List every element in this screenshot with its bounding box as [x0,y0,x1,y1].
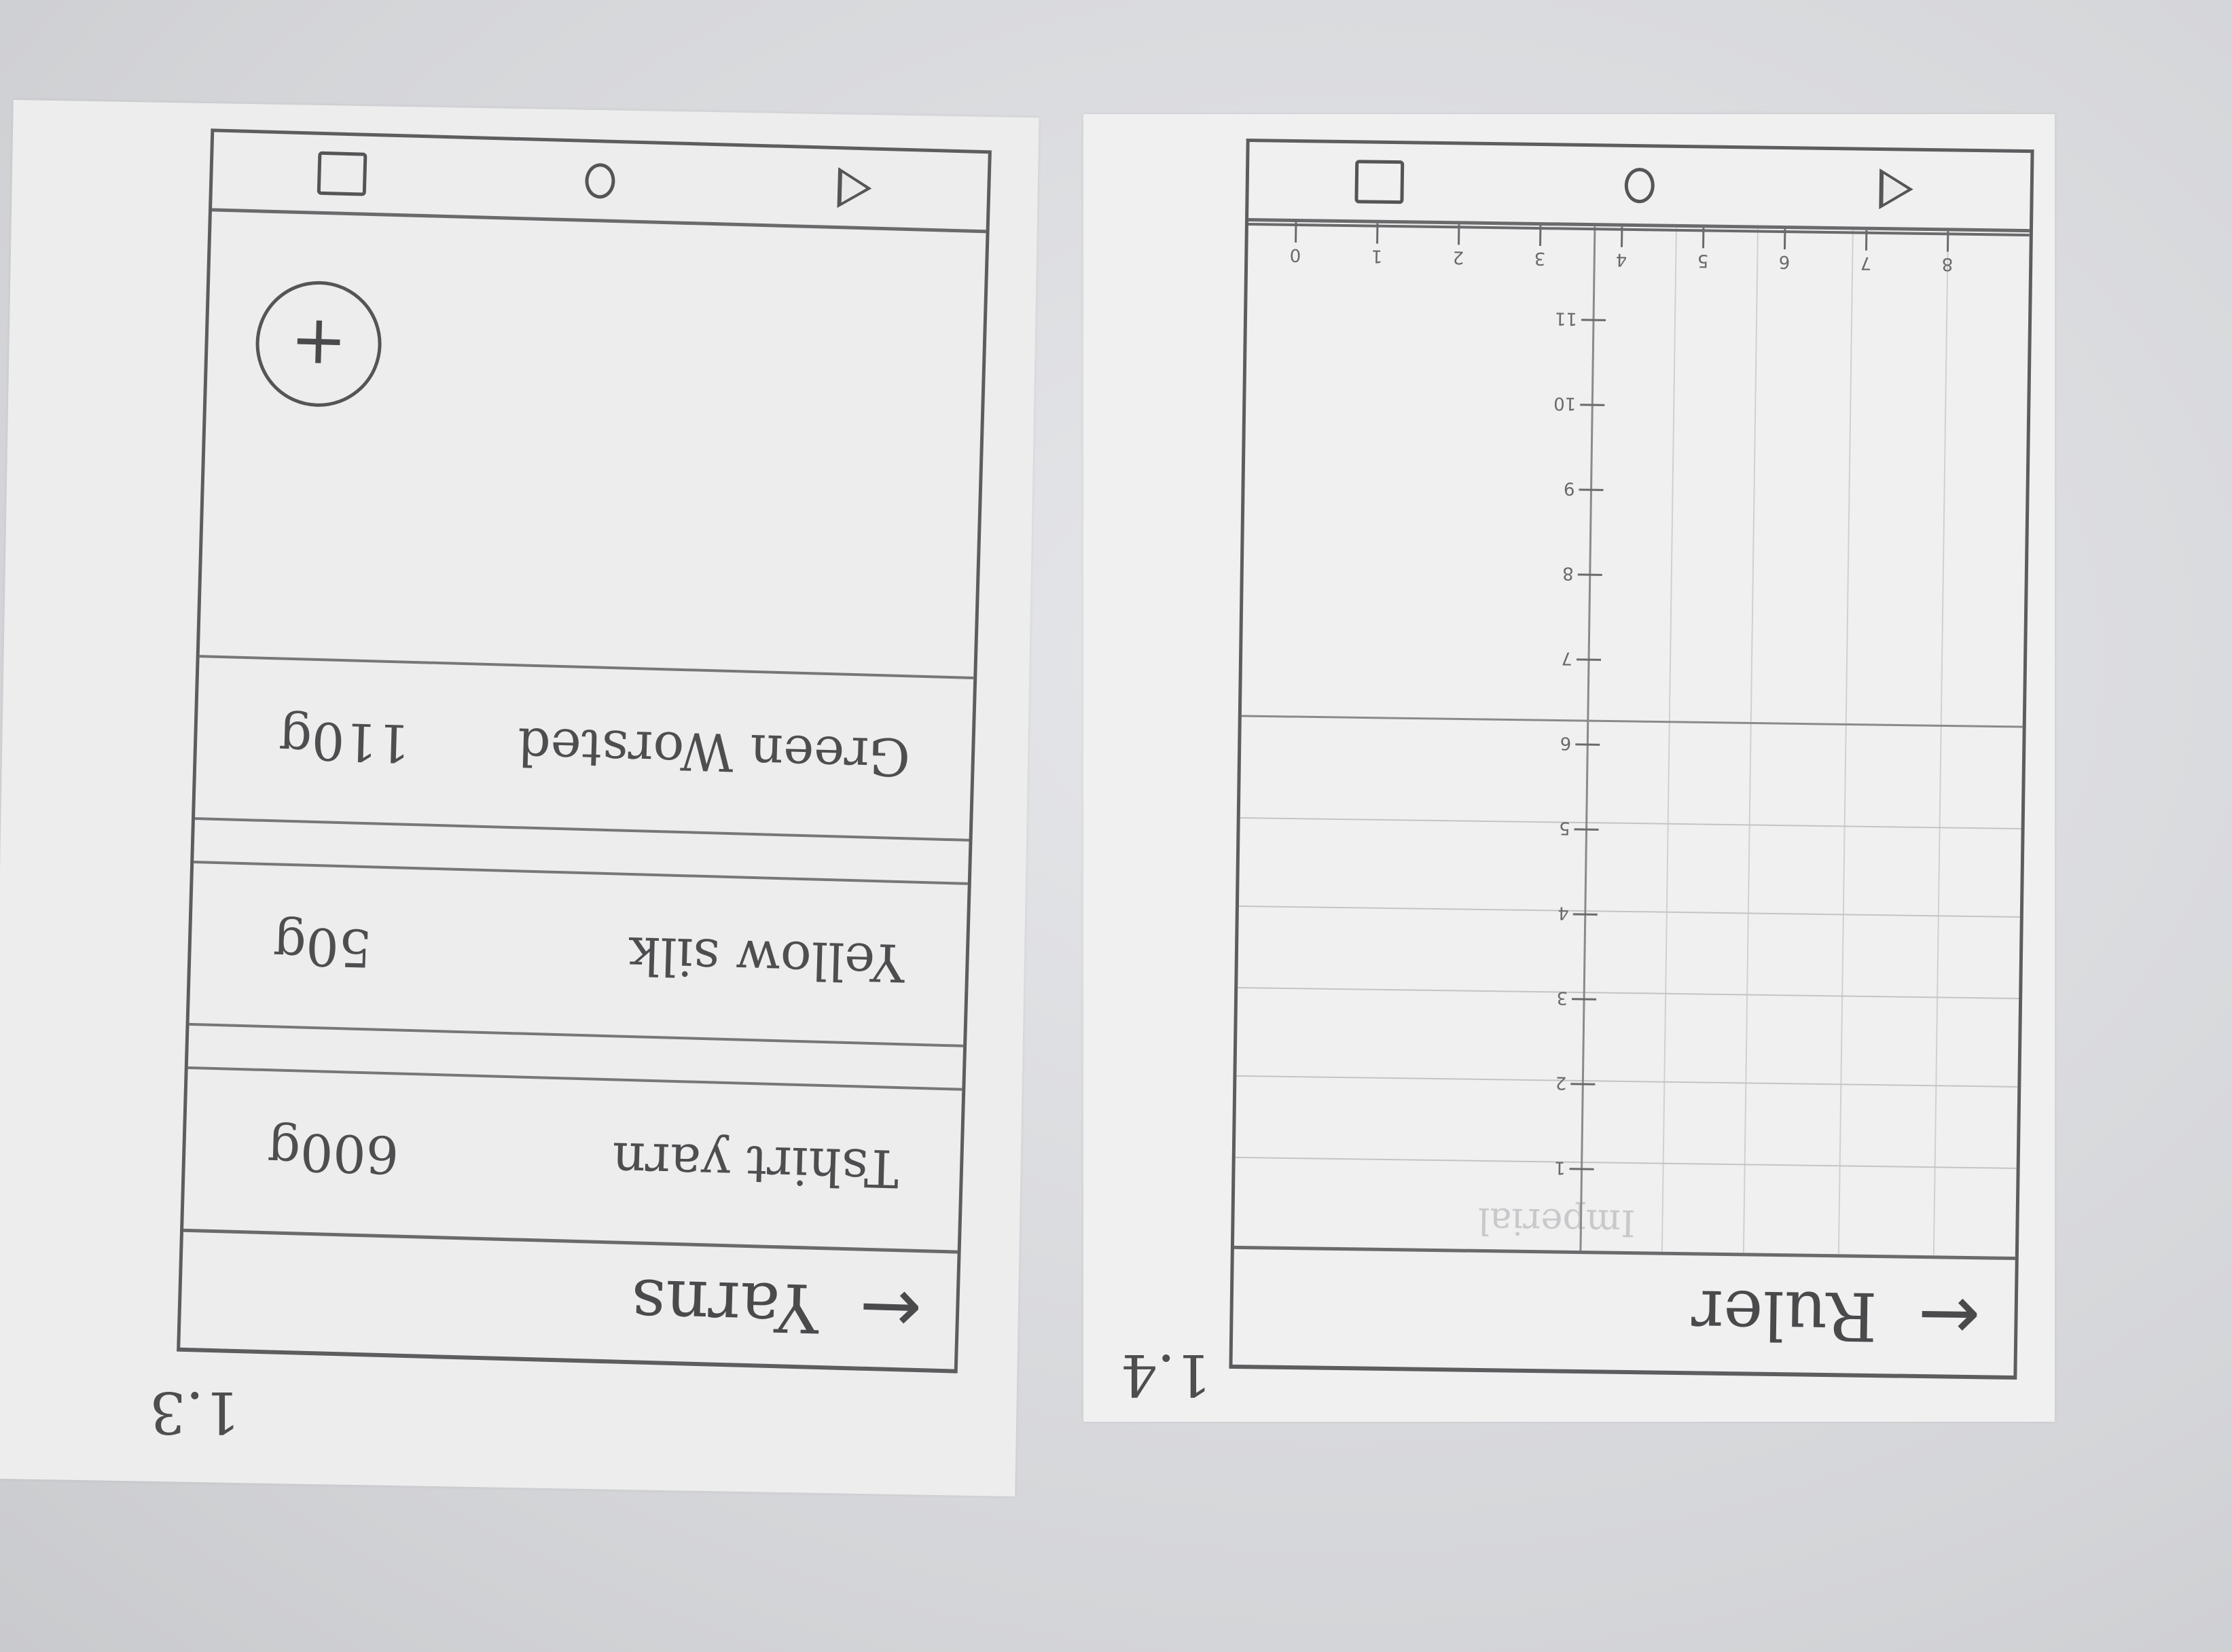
vertical-tick-label: 7 [1561,648,1572,668]
android-nav-bar [211,132,988,234]
horizontal-axis [1241,715,2023,728]
app-bar: ← Yarns [180,1228,958,1369]
vertical-tick [1581,319,1606,321]
vertical-tick [1569,1168,1594,1170]
horizontal-tick-label: 6 [1778,251,1790,272]
ruler-edge [1248,223,2030,237]
square-recents-icon [317,151,367,196]
vertical-tick [1580,403,1605,406]
grid-line [1837,230,1854,1255]
plus-icon: + [289,303,348,384]
yarn-name: Tshirt yarn [611,1130,900,1200]
grid-line [1238,905,2020,918]
vertical-tick [1574,828,1599,831]
sheet-number-label: 1.3 [149,1379,240,1446]
vertical-tick-label: 1 [1554,1157,1566,1177]
triangle-back-icon [1882,170,1918,209]
vertical-tick-label: 3 [1556,987,1568,1007]
list-item-yarn[interactable]: Tshirt yarn 600g [183,1066,962,1251]
vertical-tick-label: 4 [1558,903,1569,923]
vertical-tick [1570,1083,1596,1085]
grid-line [1932,231,1949,1256]
back-arrow-icon[interactable]: ← [1917,1272,1981,1361]
horizontal-tick-label: 5 [1697,250,1709,270]
yarn-weight: 110g [278,709,412,774]
add-yarn-button[interactable]: + [254,279,384,409]
vertical-tick [1572,998,1597,1001]
yarn-list: Tshirt yarn 600g Yellow silk 50g Green W… [183,614,975,1251]
vertical-tick-label: 5 [1559,818,1570,838]
grid-line [1661,227,1677,1252]
sheet-number-label: 1.4 [1121,1342,1212,1408]
nav-back-button[interactable] [1875,168,1925,210]
app-bar: ← Ruler [1232,1245,2015,1376]
nav-recents-button[interactable] [317,151,367,196]
grid-line [1235,1156,2017,1169]
horizontal-tick-label: 7 [1860,253,1871,273]
grid-line [1240,816,2021,830]
grid-line [1742,228,1759,1253]
horizontal-tick-label: 2 [1453,247,1464,267]
yarn-name: Yellow silk [628,924,905,994]
paper-sheet-ruler [1083,114,2055,1422]
list-item-yarn[interactable]: Green Worsted 110g [194,655,974,842]
horizontal-tick-label: 8 [1941,253,1953,274]
phone-sketch-yarns: ← Yarns Tshirt yarn 600g Yellow silk 50g… [177,128,992,1373]
yarn-name: Green Worsted [516,716,912,788]
grid-line [1236,1075,2018,1088]
vertical-tick-label: 6 [1560,733,1572,753]
horizontal-tick-label: 4 [1616,249,1627,270]
page-title: Ruler [1691,1274,1878,1355]
horizontal-tick-label: 3 [1534,248,1546,268]
nav-back-button[interactable] [833,167,883,209]
grid-line [1238,986,2019,999]
back-arrow-icon[interactable]: ← [858,1265,923,1354]
nav-recents-button[interactable] [1354,160,1404,204]
vertical-tick-label: 2 [1555,1072,1567,1092]
circle-home-icon [1624,167,1655,204]
vertical-tick [1575,743,1600,746]
circle-home-icon [584,162,616,199]
vertical-tick-label: 11 [1555,308,1578,328]
vertical-tick-label: 9 [1564,478,1575,499]
android-nav-bar [1248,142,2031,233]
vertical-tick-label: 10 [1553,393,1577,413]
horizontal-tick-label: 0 [1290,245,1301,265]
triangle-back-icon [840,168,877,207]
yarn-weight: 50g [272,915,373,979]
yarn-weight: 600g [266,1121,400,1185]
nav-home-button[interactable] [1615,165,1664,206]
vertical-tick [1572,913,1598,916]
horizontal-tick-label: 1 [1371,246,1383,266]
nav-home-button[interactable] [575,160,626,202]
page-title: Yarns [630,1263,820,1346]
square-recents-icon [1354,160,1404,204]
vertical-axis [1579,226,1596,1251]
ruler-grid: 1 2 3 4 5 6 7 8 9 10 11 0 1 2 3 4 5 6 7 8 [1235,222,2030,1256]
list-item-yarn[interactable]: Yellow silk 50g [189,861,968,1047]
vertical-tick-label: 8 [1562,563,1574,583]
